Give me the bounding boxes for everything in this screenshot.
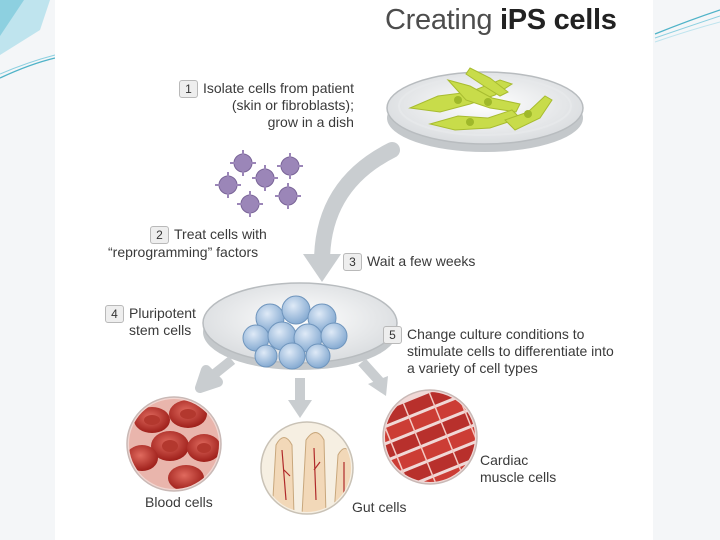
blood-cells-image [126, 396, 222, 492]
cardiac-cells-image [371, 378, 489, 496]
step-1-number: 1 [179, 80, 198, 98]
page-title: Creating iPS cells [385, 4, 617, 36]
step-3-number: 3 [343, 253, 362, 271]
step-4: 4 Pluripotent stem cells [105, 305, 196, 339]
cardiac-cells-label: Cardiac muscle cells [480, 452, 557, 485]
right-margin [653, 0, 720, 540]
reprogramming-factors [215, 150, 303, 217]
left-margin [0, 0, 55, 540]
process-arrow [303, 142, 400, 282]
step-5-number: 5 [383, 326, 402, 344]
step-2-number: 2 [150, 226, 169, 244]
blood-cells-label: Blood cells [145, 494, 213, 510]
differentiation-arrows [195, 356, 388, 418]
decorative-swoosh [0, 0, 720, 79]
step-4-number: 4 [105, 305, 124, 323]
stem-cells [242, 295, 348, 370]
step-5: 5 Change culture conditions to stimulate… [383, 326, 614, 377]
step-1: 1 Isolate cells from patient (skin or fi… [179, 80, 354, 131]
fibroblast-cells [408, 67, 553, 131]
gut-cells-image [260, 421, 354, 515]
gut-cells-label: Gut cells [352, 499, 407, 515]
